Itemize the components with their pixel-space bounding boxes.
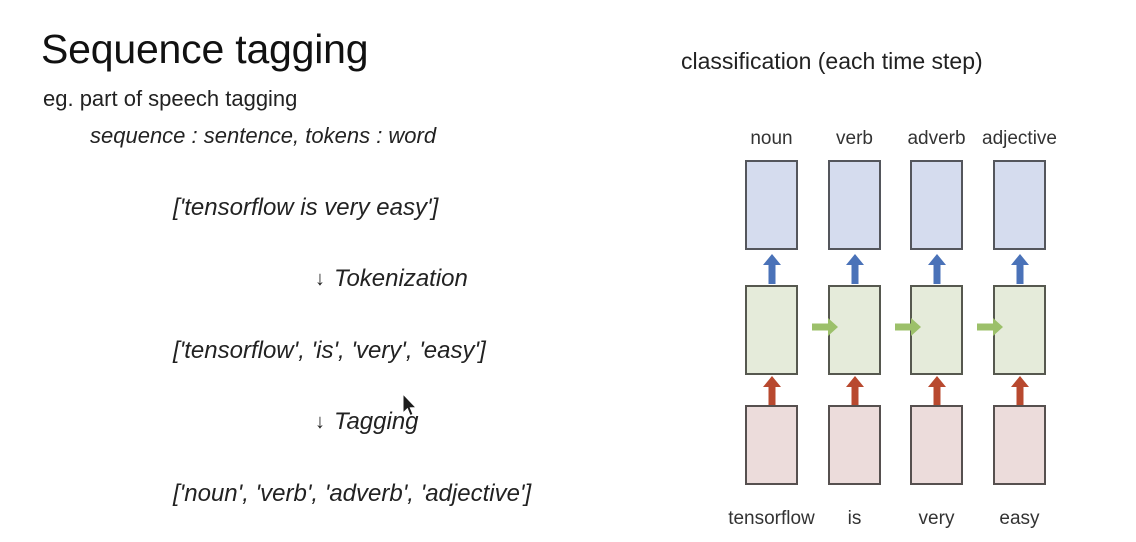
rnn-column-2: verb is — [828, 0, 881, 542]
down-arrow-icon: ↓ — [315, 411, 325, 433]
output-tag-label: adverb — [907, 128, 966, 149]
arrow-up-icon — [845, 376, 864, 406]
output-tag-label: adjective — [982, 128, 1057, 149]
input-cell — [993, 405, 1046, 485]
slide-subtitle: eg. part of speech tagging — [43, 86, 298, 111]
arrow-up-icon — [1010, 254, 1029, 284]
page-title: Sequence tagging — [41, 26, 369, 72]
hidden-cell — [828, 285, 881, 375]
hidden-cell — [745, 285, 798, 375]
pipeline-tags-list: ['noun', 'verb', 'adverb', 'adjective'] — [173, 480, 532, 507]
pipeline-step-label: Tokenization — [334, 265, 468, 292]
input-word-label: easy — [999, 508, 1040, 529]
arrow-up-icon — [845, 254, 864, 284]
input-word-label: very — [918, 508, 955, 529]
output-cell — [828, 160, 881, 250]
input-word-label: tensorflow — [728, 508, 815, 529]
pipeline-input-sentence: ['tensorflow is very easy'] — [173, 194, 439, 221]
input-cell — [910, 405, 963, 485]
hidden-cell — [910, 285, 963, 375]
diagram-heading: classification (each time step) — [681, 48, 983, 74]
output-tag-label: noun — [750, 128, 793, 149]
arrow-right-icon — [812, 318, 838, 336]
output-cell — [910, 160, 963, 250]
slide-definition: sequence : sentence, tokens : word — [90, 123, 437, 148]
down-arrow-icon: ↓ — [315, 268, 325, 290]
input-cell — [828, 405, 881, 485]
arrow-up-icon — [927, 254, 946, 284]
rnn-column-4: adjective easy — [982, 0, 1057, 542]
input-word-label: is — [847, 508, 862, 529]
arrow-up-icon — [1010, 376, 1029, 406]
arrow-right-icon — [895, 318, 921, 336]
output-cell — [745, 160, 798, 250]
arrow-up-icon — [762, 254, 781, 284]
pipeline-step-tokenization: ↓ Tokenization — [315, 267, 468, 291]
output-tag-label: verb — [836, 128, 873, 149]
rnn-column-3: adverb very — [907, 0, 965, 542]
pipeline-tokens-list: ['tensorflow', 'is', 'very', 'easy'] — [173, 337, 486, 364]
arrow-up-icon — [927, 376, 946, 406]
arrow-right-icon — [977, 318, 1003, 336]
rnn-column-1: noun tensorflow — [728, 0, 815, 542]
input-cell — [745, 405, 798, 485]
output-cell — [993, 160, 1046, 250]
arrow-up-icon — [762, 376, 781, 406]
